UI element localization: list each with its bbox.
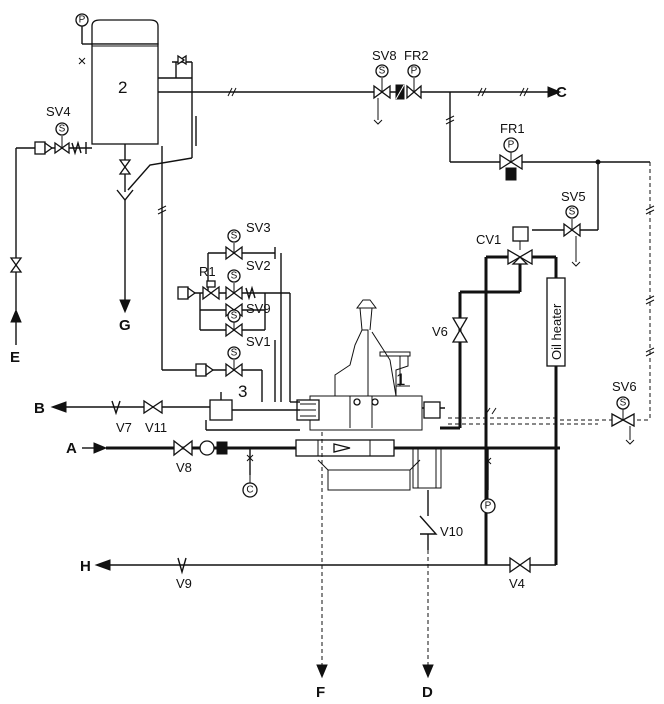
- port-g-label: G: [119, 317, 131, 334]
- solenoid-valve-sv4-icon: S: [55, 122, 69, 148]
- svg-text:S: S: [620, 398, 627, 409]
- port-b-label: B: [34, 400, 45, 417]
- v6-label: V6: [432, 324, 448, 339]
- compound-gauge-icon: C: [242, 482, 258, 498]
- sv2-label: SV2: [246, 258, 271, 273]
- sv6-label: SV6: [612, 379, 637, 394]
- oil-heater: Oil heater: [546, 277, 566, 367]
- v8-label: V8: [176, 460, 192, 475]
- svg-text:S: S: [231, 311, 238, 322]
- svg-text:P: P: [485, 501, 492, 512]
- sv5-label: SV5: [561, 189, 586, 204]
- strainer-icon: [34, 141, 54, 155]
- svg-text:P: P: [411, 66, 418, 77]
- sv9-label: SV9: [246, 301, 271, 316]
- solenoid-valve-sv5-icon: S: [565, 205, 579, 219]
- strainer-a-icon: [199, 440, 228, 456]
- solenoid-valve-sv6-icon: S: [616, 396, 630, 410]
- v7-label: V7: [116, 420, 132, 435]
- solenoid-valve-sv8-icon: S: [375, 64, 389, 78]
- port-a-label: A: [66, 440, 77, 457]
- port-f-label: F: [316, 684, 325, 701]
- port-c-label: C: [556, 84, 567, 101]
- tank-2: 2: [91, 19, 159, 145]
- solenoid-valve-sv1-icon: S: [227, 309, 241, 323]
- sv1-label: SV1: [246, 334, 271, 349]
- fr1-label: FR1: [500, 121, 525, 136]
- pressure-gauge-fr1-icon: P: [503, 137, 519, 153]
- svg-text:S: S: [379, 66, 386, 77]
- fr2-label: FR2: [404, 48, 429, 63]
- port-h-label: H: [80, 558, 91, 575]
- sv8-label: SV8: [372, 48, 397, 63]
- solenoid-valve-lower-icon: S: [227, 346, 241, 360]
- oil-heater-label: Oil heater: [549, 303, 564, 360]
- svg-text:C: C: [246, 485, 253, 496]
- separator-1: 1: [309, 299, 442, 491]
- svg-text:S: S: [59, 124, 66, 135]
- separator-label: 1: [396, 370, 405, 389]
- svg-text:S: S: [231, 348, 238, 359]
- solenoid-valve-sv3-icon: S: [227, 229, 241, 243]
- v10-label: V10: [440, 524, 463, 539]
- sv4-label: SV4: [46, 104, 71, 119]
- svg-text:S: S: [231, 271, 238, 282]
- pressure-gauge-right-icon: P: [480, 498, 496, 514]
- svg-text:S: S: [231, 231, 238, 242]
- tank-label: 2: [118, 78, 127, 97]
- v4-label: V4: [509, 576, 525, 591]
- v9-label: V9: [176, 576, 192, 591]
- svg-text:P: P: [79, 15, 86, 26]
- pressure-gauge-icon: P: [75, 13, 89, 27]
- svg-text:S: S: [569, 207, 576, 218]
- sv3-label: SV3: [246, 220, 271, 235]
- solenoid-valve-sv2-icon: S: [227, 269, 241, 283]
- port-d-label: D: [422, 684, 433, 701]
- v11-label: V11: [145, 420, 167, 435]
- svg-text:P: P: [508, 140, 515, 151]
- unit-3-label: 3: [238, 382, 247, 401]
- r1-label: R1: [199, 264, 216, 279]
- cv1-label: CV1: [476, 232, 501, 247]
- pressure-gauge-fr2-icon: P: [407, 64, 421, 78]
- port-e-label: E: [10, 349, 20, 366]
